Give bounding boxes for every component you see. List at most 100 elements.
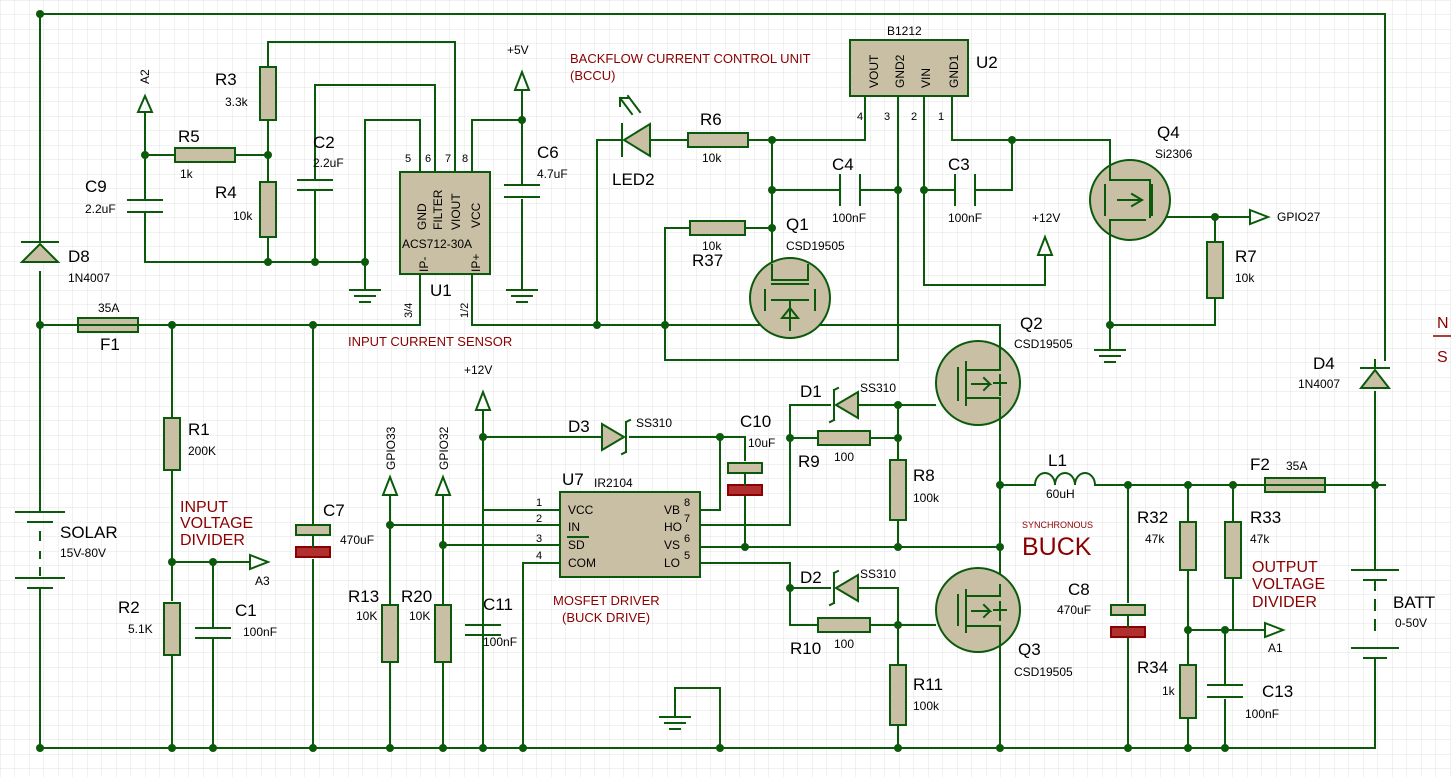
capacitor-c3[interactable]: C3 100nF: [948, 155, 982, 225]
inductor-l1[interactable]: L1 60uH: [1033, 451, 1097, 501]
u7-pin-3: 3: [536, 533, 542, 545]
diode-d1[interactable]: D1 SS310: [800, 381, 896, 424]
ic-u1[interactable]: 5 6 7 8 GND FILTER VIOUT VCC ACS712-30A …: [399, 153, 491, 318]
u7-pin-7: 7: [684, 513, 690, 525]
mosfet-driver-note: MOSFET DRIVER (BUCK DRIVE): [553, 593, 660, 625]
resistor-r8[interactable]: R8 100k: [889, 459, 940, 521]
r33-value: 47k: [1250, 532, 1270, 546]
net-gpio32[interactable]: GPIO32: [434, 426, 452, 496]
net-5v[interactable]: +5V: [507, 43, 531, 91]
ic-u7[interactable]: U7 IR2104 1 2 3 4 8 7 6 5 VCC IN SD COM …: [536, 470, 701, 578]
c3-value: 100nF: [948, 211, 982, 225]
net-gpio27[interactable]: GPIO27: [1249, 208, 1321, 226]
r5-value: 1k: [180, 167, 194, 181]
d1-value: SS310: [860, 381, 896, 395]
fuse-f1[interactable]: 35A F1: [77, 301, 139, 354]
d3-ref: D3: [568, 417, 590, 436]
net-a1[interactable]: A1: [1264, 621, 1286, 655]
u2-pin-2: 2: [911, 111, 917, 123]
net-12v-driver[interactable]: +12V: [464, 363, 492, 411]
diode-d4[interactable]: D4 1N4007: [1298, 354, 1392, 391]
diode-d2[interactable]: D2 SS310: [800, 567, 896, 607]
r20-value: 10K: [409, 609, 430, 623]
resistor-r6[interactable]: R6 10k: [687, 110, 749, 165]
r33-ref: R33: [1250, 508, 1281, 527]
capacitor-c4[interactable]: C4 100nF: [832, 155, 866, 225]
capacitor-c2[interactable]: C2 2.2uF: [297, 133, 344, 201]
r1-ref: R1: [188, 420, 210, 439]
q4-ref: Q4: [1157, 123, 1180, 142]
u1-gnd: GND: [415, 203, 429, 230]
resistor-r11[interactable]: R11 100k: [889, 664, 943, 726]
resistor-r37[interactable]: 10k R37: [689, 220, 746, 270]
d1-ref: D1: [800, 382, 822, 401]
u1-pin-12: 1/2: [459, 303, 471, 318]
c10-ref: C10: [740, 412, 771, 431]
led-led2[interactable]: LED2: [612, 94, 655, 189]
resistor-r4[interactable]: R4 10k: [215, 181, 277, 238]
capacitor-c11[interactable]: C11 100nF: [465, 595, 517, 749]
mosfet-q1[interactable]: Q1 CSD19505: [749, 215, 845, 339]
c8-value: 470uF: [1057, 603, 1091, 617]
resistor-r7[interactable]: R7 10k: [1206, 241, 1257, 299]
c8-ref: C8: [1068, 580, 1090, 599]
capacitor-c8[interactable]: C8 470uF: [1057, 580, 1146, 638]
junctions: [36, 10, 1379, 752]
diode-d8[interactable]: D8 1N4007: [19, 241, 110, 285]
net-gpio33[interactable]: GPIO33: [381, 426, 399, 496]
resistor-r5[interactable]: R5 1k: [174, 127, 236, 181]
input-current-label: INPUT CURRENT SENSOR: [348, 334, 512, 349]
resistor-r1[interactable]: R1 200K: [163, 417, 216, 471]
mosfet-q4[interactable]: Q4 Si2306: [1089, 123, 1193, 241]
resistor-r2[interactable]: R2 5.1K: [118, 598, 181, 656]
r20-ref: R20: [401, 587, 432, 606]
u7-ref: U7: [562, 470, 584, 489]
resistor-r34[interactable]: R34 1k: [1137, 658, 1197, 719]
capacitor-c6[interactable]: C6 4.7uF: [504, 143, 568, 198]
resistor-r9[interactable]: R9 100: [798, 430, 871, 471]
u7-vs: VS: [664, 538, 680, 552]
u7-vcc: VCC: [568, 503, 594, 517]
u7-pin-8: 8: [684, 497, 690, 509]
net-a3[interactable]: A3: [249, 553, 271, 588]
c7-value: 470uF: [340, 533, 374, 547]
v12a-label: +12V: [1032, 211, 1060, 225]
d2-value: SS310: [860, 567, 896, 581]
gpio33-label: GPIO33: [384, 426, 398, 470]
resistor-r10[interactable]: R10 100: [790, 617, 871, 658]
r10-ref: R10: [790, 639, 821, 658]
c1-ref: C1: [235, 601, 257, 620]
diode-d3[interactable]: D3 SS310: [568, 416, 672, 456]
d2-ref: D2: [800, 568, 822, 587]
capacitor-c9[interactable]: C9 2.2uF: [85, 177, 163, 226]
ic-u2[interactable]: B1212 VOUT GND2 VIN GND1 4 3 2 1 U2: [849, 24, 998, 123]
r37-ref: R37: [692, 251, 723, 270]
resistor-r33[interactable]: R33 47k: [1224, 508, 1281, 579]
u7-lo: LO: [664, 556, 680, 570]
c4-value: 100nF: [832, 211, 866, 225]
capacitor-c7[interactable]: C7 470uF: [295, 501, 374, 558]
capacitor-c10[interactable]: C10 10uF: [727, 412, 775, 496]
capacitor-c13[interactable]: C13 100nF: [1207, 682, 1293, 721]
u1-pin-7: 7: [445, 153, 451, 165]
q3-value: CSD19505: [1014, 665, 1073, 679]
solar-source[interactable]: SOLAR 15V-80V: [15, 499, 118, 596]
resistor-r32[interactable]: R32 47k: [1137, 508, 1197, 571]
u1-vcc: VCC: [469, 202, 483, 228]
u1-ipp: IP+: [469, 254, 483, 272]
l1-ref: L1: [1048, 451, 1067, 470]
u7-pin-6: 6: [684, 533, 690, 545]
battery-batt[interactable]: BATT 0-50V: [1351, 569, 1435, 659]
resistor-r20[interactable]: R20 10K: [401, 587, 452, 663]
r34-ref: R34: [1137, 658, 1168, 677]
fuse-f2[interactable]: F2 35A: [1250, 455, 1326, 493]
a3-label: A3: [255, 574, 270, 588]
resistor-r13[interactable]: R13 10K: [348, 587, 399, 663]
mosfet-q3[interactable]: Q3 CSD19505: [935, 567, 1073, 679]
net-12v-top[interactable]: +12V: [1032, 211, 1060, 256]
net-a2[interactable]: A2: [136, 69, 154, 113]
resistor-r3[interactable]: R3 3.3k: [215, 66, 277, 121]
bccu-line2: (BCCU): [570, 68, 616, 83]
mosfet-q2[interactable]: Q2 CSD19505: [935, 314, 1073, 426]
capacitor-c1[interactable]: C1 100nF: [195, 601, 277, 646]
